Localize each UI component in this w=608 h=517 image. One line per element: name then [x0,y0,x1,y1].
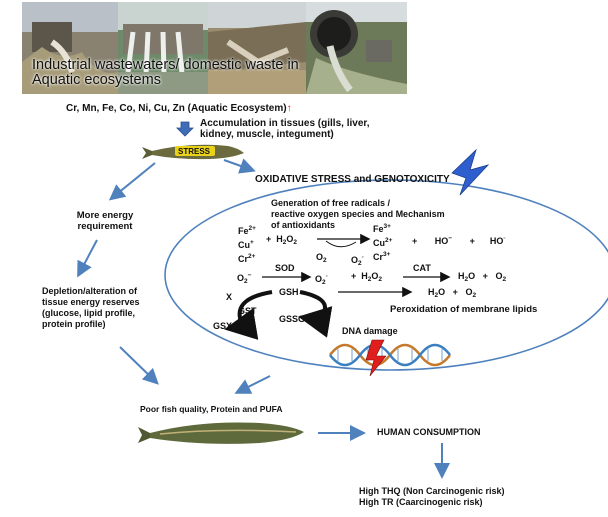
gsx-label: GSX [213,321,233,331]
reaction1-o2-radical: O2◦ [351,254,364,267]
lightning-icon [451,148,490,196]
risk-line1: High THQ (Non Carcinogenic risk) [359,486,505,496]
risk-line2: High TR (Caarcinogenic risk) [359,497,483,507]
deplete-line1: Depletion/alteration of [42,286,138,296]
dna-damage-label: DNA damage [342,326,398,336]
banner-title: Industrial wastewaters/ domestic waste i… [32,58,299,88]
energy-line2: requirement [77,221,133,232]
arrow-gst-cycle [224,290,273,340]
fish-quality-label: Poor fish quality, Protein and PUFA [140,404,283,414]
gsh-label: GSH [279,287,299,297]
human-consumption-label: HUMAN CONSUMPTION [377,427,481,437]
mechanism-text: Generation of free radicals / reactive o… [271,198,445,231]
reaction3-products: H2O + O2 [428,287,477,299]
fish-image [138,422,304,444]
depletion-text: Depletion/alteration of tissue energy re… [42,286,140,330]
reaction1-hydroxyl: + HO− + HO◦ [412,235,506,246]
deplete-line3: (glucose, lipid profile, [42,308,136,318]
arrow-fish-left [108,162,156,201]
arrow-deplete-down [119,346,159,385]
antioxidant-ellipse [164,179,608,371]
reaction2-o2-radical: O2◦ [315,273,328,286]
reaction2-products: H2O + O2 [458,271,507,283]
x-label: X [226,292,233,302]
arrow-ellipse-down [234,375,271,394]
arrow-energy-down [77,239,98,278]
deplete-line2: tissue energy reserves [42,297,140,307]
reaction1-o2-below: O2 [316,252,327,264]
energy-line1: More energy [76,210,134,221]
mechanism-line3: of antioxidants [271,220,336,230]
mechanism-line1: Generation of free radicals / [271,198,391,208]
reaction1-reactants: Fe2+ Cu+ Cr2+ [238,225,256,264]
accumulation-text: Accumulation in tissues (gills, liver, k… [200,118,370,140]
gssg-label: GSSG [279,314,306,324]
curve-reaction1 [325,240,357,248]
reaction1-plus-h2o2: + H2O2 [266,234,298,246]
cat-label: CAT [413,263,431,273]
risk-text: High THQ (Non Carcinogenic risk) High TR… [359,486,505,508]
stressed-fish [142,144,244,160]
banner-title-line2: Aquatic ecosystems [32,72,161,88]
oxidative-stress-title: OXIDATIVE STRESS and GENOTOXICITY [255,174,450,185]
accumulation-line1: Accumulation in tissues (gills, liver, [200,118,370,129]
energy-requirement: More energy requirement [72,210,138,232]
peroxidation-label: Peroxidation of membrane lipids [390,304,538,315]
wastewater-photo-1 [22,2,118,94]
reaction2-plus-h2o2: + H2O2 [351,271,383,283]
mechanism-line2: reactive oxygen species and Mechanism [271,209,445,219]
stress-label: STRESS [178,147,211,156]
sod-label: SOD [275,263,295,273]
wastewater-photo-2 [118,2,208,94]
gst-label: GST [238,306,257,316]
arrow-metals-down [176,121,194,137]
reaction1-products: Fe3+ Cu2+ Cr3+ [373,223,393,262]
metals-text: Cr, Mn, Fe, Co, Ni, Cu, Zn (Aquatic Ecos… [66,103,292,114]
superoxide: O2− [237,272,252,285]
banner-title-line1: Industrial wastewaters/ domestic waste i… [32,57,299,73]
banner: Industrial wastewaters/ domestic waste i… [22,2,407,94]
dna-helix-icon [329,339,451,377]
metals-list: Cr, Mn, Fe, Co, Ni, Cu, Zn (Aquatic Ecos… [66,103,287,114]
arrow-fish-right [223,158,256,174]
deplete-line4: protein profile) [42,319,106,329]
arrow-gssg-cycle [298,290,333,338]
wastewater-photo-4 [306,2,407,94]
wastewater-photo-3 [208,2,306,94]
up-arrow-icon: ↑ [286,103,292,114]
accumulation-line2: kidney, muscle, integument) [200,129,334,140]
